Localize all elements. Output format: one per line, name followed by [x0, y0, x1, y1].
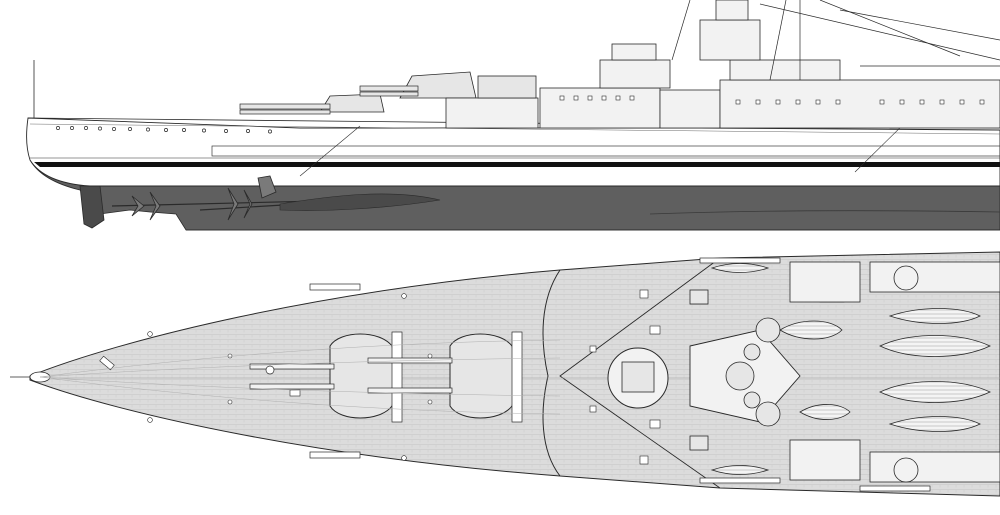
- rudder: [79, 185, 105, 229]
- ships-boats: [710, 263, 991, 475]
- superstructure-side: [539, 0, 1000, 129]
- deck-plan-view: [10, 251, 1000, 497]
- superstructure-windows: [559, 95, 985, 105]
- hull-freeboard: [26, 117, 1000, 187]
- side-profile-view: [26, 0, 1000, 231]
- turret-b-side: [359, 71, 539, 129]
- portholes: [56, 126, 272, 134]
- deckhouses-plan: [789, 261, 1000, 483]
- bilge-keel: [279, 193, 441, 211]
- boot-topping-stripe: [34, 162, 1000, 167]
- propeller-shafts: [111, 175, 361, 221]
- mast-and-rigging: [671, 0, 1000, 81]
- bridge-plan: [607, 329, 801, 423]
- side-booms: [309, 257, 931, 492]
- deck-seams: [39, 339, 561, 415]
- turret-a-side: [239, 93, 385, 115]
- armour-belt: [211, 145, 1000, 157]
